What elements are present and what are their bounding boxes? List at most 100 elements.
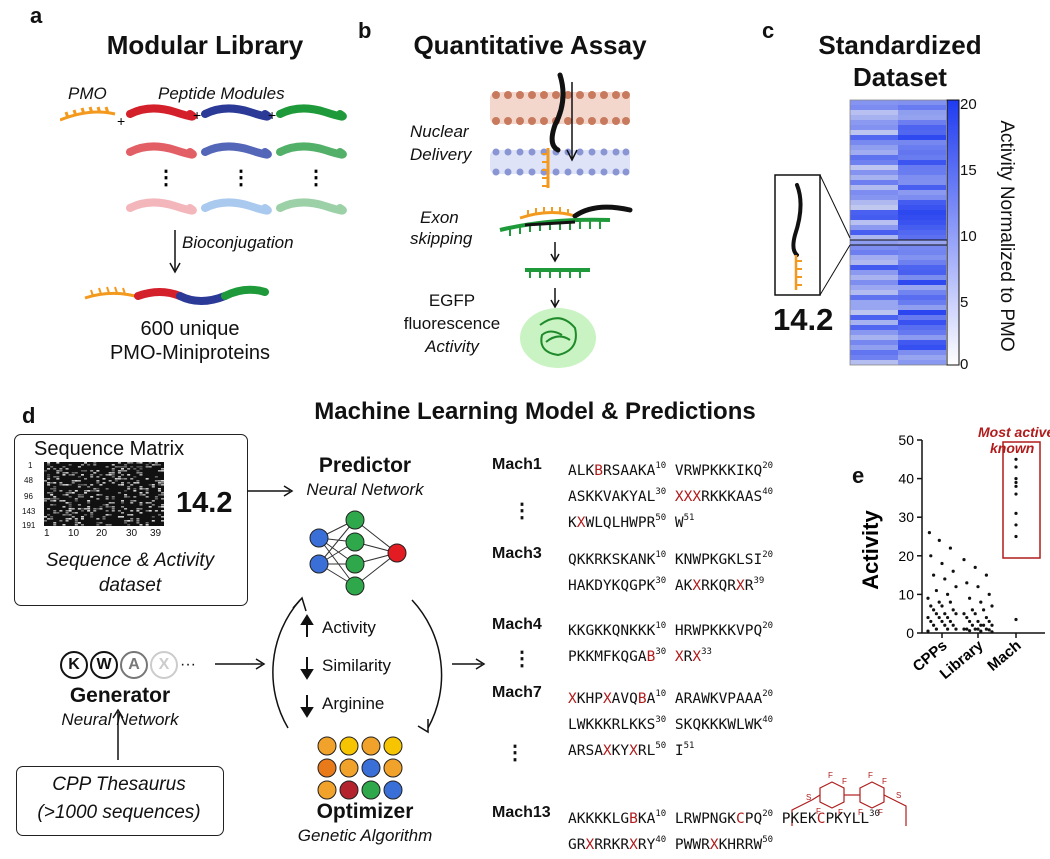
heatmap-cell [850,330,898,335]
heatmap-cell [850,295,898,300]
heatmap-cell [850,355,898,360]
y-tick-label: 20 [898,548,914,564]
data-point [1014,484,1018,488]
data-point [984,627,988,631]
residue-index: 40 [762,487,774,497]
heatmap-cell [850,260,898,265]
heatmap-cell [898,150,946,155]
optimizer-title: Optimizer [316,800,414,823]
matrix-activity-value: 14.2 [176,487,233,519]
heatmap-cell [898,220,946,225]
data-point [968,629,972,633]
svg-text:+: + [268,107,276,123]
data-point [982,608,986,612]
residues: RRKR [594,837,630,853]
bioconjugation-label: Bioconjugation [182,233,294,252]
residues: W [674,515,684,531]
heatmap-cell [850,130,898,135]
residues: R [744,578,754,594]
data-point [976,619,980,624]
heatmap-cell [850,230,898,235]
residue-index: 10 [655,621,667,631]
panel-letter-c: c [762,18,775,43]
heatmap-cell [898,145,946,150]
blue-module-icon [201,104,272,121]
matrix-xtick-30: 30 [126,528,138,539]
pre-mrna-icon [499,217,611,232]
data-point [946,627,950,631]
heatmap-cell [898,135,946,140]
heatmap-cell [850,240,898,245]
heatmap-cell [850,345,898,350]
heatmap-cell [850,350,898,355]
residue-index: 20 [762,689,774,699]
nuclear-label-1: Nuclear [410,122,469,141]
panel-letter-d: d [22,403,36,428]
residues: PQ [744,811,763,827]
exon-label-1: Exon [420,208,459,227]
modified-residue: B [646,649,656,665]
heatmap-cell [898,235,946,240]
y-tick-label: 0 [906,625,914,641]
heatmap-cell [850,165,898,170]
vertical-ellipsis-3: ⋮ [505,742,525,764]
data-point [943,623,947,627]
sequence-line: ARSAXKYXRL50 I51 [568,736,773,762]
heatmap-cell [898,130,946,135]
heatmap-cell [850,320,898,325]
heatmap-cell [898,140,946,145]
heatmap-cell [898,315,946,320]
matrix-ytick-96: 96 [24,492,33,501]
heatmap-cell [898,125,946,130]
heatmap-cell [850,360,898,365]
heatmap-cell [850,115,898,120]
modified-residue: B [594,463,603,479]
modified-residue: X [568,691,577,707]
heatmap-cell [850,185,898,190]
residues: PKKMFKQGA [568,649,647,665]
sequence-line: PKKMFKQGAB30 XRX33 [568,642,773,668]
genetic-population-icon [317,736,403,800]
data-point [1014,534,1018,539]
heatmap-cell [898,330,946,335]
generator-tokens: K W A X ··· [60,651,196,679]
peptide-modules-label: Peptide Modules [158,84,285,103]
data-point [934,612,938,616]
data-point [962,627,966,631]
modified-residue: X [602,691,612,707]
heatmap-cell [850,215,898,220]
heatmap-cell [898,280,946,285]
panel-d-title: Machine Learning Model & Predictions [314,398,756,425]
data-point [1014,523,1018,527]
data-point [1014,617,1018,622]
y-tick-label: 50 [898,432,914,448]
panel-letter-b: b [358,18,372,43]
data-point [932,608,936,612]
thesaurus-line-1: CPP Thesaurus [52,774,186,795]
residues: AVQ [611,691,638,707]
heatmap-cell [898,300,946,305]
residues: QKKRKSKANK [568,552,656,568]
heatmap-cell [898,350,946,355]
residue-index: 10 [655,689,667,699]
data-point [954,585,958,589]
vertical-ellipsis-2: ⋮ [512,648,532,670]
nuclear-label-2: Delivery [410,145,472,164]
heatmap-cell [850,305,898,310]
residues: ALK [568,463,595,479]
data-point [929,554,933,558]
panel-letter-e: e [852,463,865,488]
data-point [987,619,991,624]
modified-residue: X [709,837,719,853]
residues: I [674,743,684,759]
residues: A [646,691,656,707]
generator-subtitle: Neural Network [61,710,179,729]
residues: RL [637,743,656,759]
token-x: X [150,651,178,679]
residues: RY [637,837,656,853]
data-point [948,546,952,550]
panel-a-title: Modular Library [106,30,304,60]
sequence-line: XKHPXAVQBA10 ARAWKVPAAA20 [568,684,773,710]
